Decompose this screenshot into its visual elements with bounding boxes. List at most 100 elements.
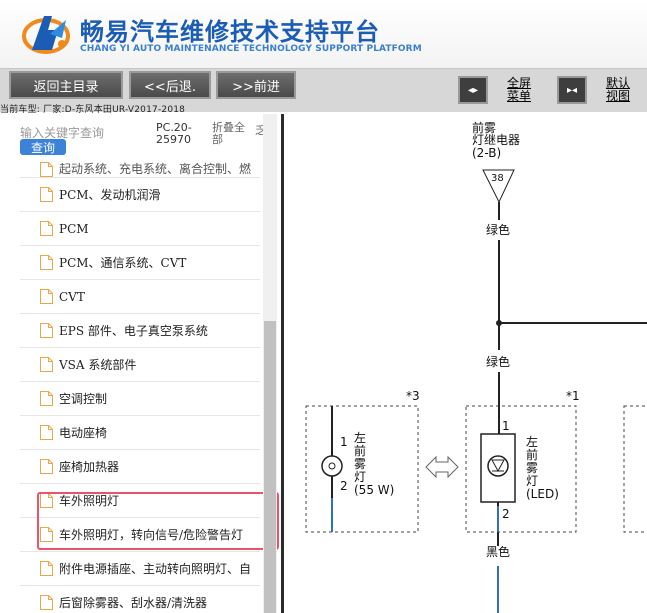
tree-item[interactable]: 后窗除雾器、刮水器/清洗器 xyxy=(20,586,260,613)
file-icon xyxy=(40,527,53,542)
tree-item[interactable]: PCM xyxy=(20,212,260,246)
default-view-icon[interactable]: ▸◂ xyxy=(557,76,587,104)
tree-item-label: 车外照明灯，转向信号/危险警告灯 xyxy=(59,528,244,542)
lamp-name-char: 雾 xyxy=(526,461,539,475)
collapse-line1: 折叠全 xyxy=(212,121,245,134)
footnote-3: *3 xyxy=(406,389,420,403)
tree-scrollbar[interactable] xyxy=(263,114,277,613)
cy-logo-icon xyxy=(22,16,70,54)
wiring-diagram-svg xyxy=(305,169,647,613)
lamp-name-char: 雾 xyxy=(354,457,367,471)
file-icon xyxy=(40,357,53,372)
site-title: 畅易汽车维修技术支持平台 xyxy=(80,18,380,46)
file-icon xyxy=(40,221,53,236)
pin-label: 2 xyxy=(502,507,510,521)
back-to-main-button[interactable]: 返回主目录 xyxy=(9,71,123,99)
wire-color-label: 绿色 xyxy=(486,355,511,369)
file-icon xyxy=(40,459,53,474)
relay-label-line3: (2-B) xyxy=(472,146,502,160)
tree-item-label: 空调控制 xyxy=(59,392,108,406)
tree-item-label: 后窗除雾器、刮水器/清洗器 xyxy=(59,596,208,610)
back-button[interactable]: <<后退. xyxy=(129,71,211,99)
lamp-name-char: 左 xyxy=(526,435,539,449)
pin-label: 1 xyxy=(502,419,510,433)
fullscreen-label-line1: 全屏 xyxy=(506,76,531,90)
pc-code: PC.20- 25970 xyxy=(156,122,192,146)
pin-label: 2 xyxy=(340,479,348,493)
tree-item[interactable]: PCM、通信系统、CVT xyxy=(20,246,260,280)
header-banner: 畅易汽车维修技术支持平台 CHANG YI AUTO MAINTENANCE T… xyxy=(0,0,647,68)
tree-item-label: 附件电源插座、主动转向照明灯、自 xyxy=(59,562,252,576)
file-icon xyxy=(40,289,53,304)
tree-item[interactable]: EPS 部件、电子真空泵系统 xyxy=(20,314,260,348)
lamp-name-char: 左 xyxy=(354,431,367,445)
tree-item[interactable]: 空调控制 xyxy=(20,382,260,416)
lamp-name-char: 灯 xyxy=(526,474,539,488)
tree-item-label: PCM xyxy=(59,221,89,236)
lamp-rating: (LED) xyxy=(526,487,559,501)
default-view-link[interactable]: 默认 视图 xyxy=(604,77,632,103)
tree-item-label: 车外照明灯 xyxy=(59,494,120,508)
lamp-rating: (55 W) xyxy=(354,483,395,497)
site-subtitle: CHANG YI AUTO MAINTENANCE TECHNOLOGY SUP… xyxy=(80,44,422,54)
file-icon xyxy=(40,162,53,177)
fullscreen-label-line2: 菜单 xyxy=(506,89,531,103)
component-tree: 起动系统、充电系统、离合控制、燃 PCM、发动机润滑 PCM PCM、通信系统、… xyxy=(20,160,260,613)
tree-item[interactable]: 起动系统、充电系统、离合控制、燃 xyxy=(20,160,260,178)
selection-highlight-box xyxy=(37,492,279,550)
tree-item-label: PCM、发动机润滑 xyxy=(59,188,161,202)
file-icon xyxy=(40,425,53,440)
bulb-icon xyxy=(321,455,343,477)
wire-color-label: 绿色 xyxy=(486,223,511,237)
lamp-name-char: 前 xyxy=(526,448,539,462)
terminal-number: 38 xyxy=(491,173,504,184)
lamp-box-halogen xyxy=(305,405,419,533)
lamp-box-right-partial xyxy=(623,405,647,533)
collapse-all-button[interactable]: 折叠全 部 xyxy=(212,122,245,146)
tree-item-label: 起动系统、充电系统、离合控制、燃 xyxy=(59,162,252,176)
toolbar: 返回主目录 <<后退. >>前进 ◂▸ 全屏 菜单 ▸◂ 默认 视图 xyxy=(0,68,647,112)
lamp-name-char: 灯 xyxy=(354,470,367,484)
junction-dot xyxy=(496,320,502,326)
query-button[interactable]: 查询 xyxy=(20,139,66,155)
tree-item-label: 电动座椅 xyxy=(59,426,108,440)
led-diode-symbol xyxy=(491,459,505,473)
tree-item-label: EPS 部件、电子真空泵系统 xyxy=(59,324,208,338)
fullscreen-menu-link[interactable]: 全屏 菜单 xyxy=(505,77,533,103)
panel-divider[interactable] xyxy=(281,114,284,613)
tree-item-label: VSA 系统部件 xyxy=(59,358,137,372)
tree-item-selected[interactable]: 车外照明灯，转向信号/危险警告灯 xyxy=(20,518,260,552)
tree-item[interactable]: CVT xyxy=(20,280,260,314)
cutoff-text: 乏 xyxy=(255,124,266,137)
tree-item-label: CVT xyxy=(59,289,85,304)
tree-item[interactable]: VSA 系统部件 xyxy=(20,348,260,382)
double-arrow-icon xyxy=(425,455,459,479)
search-input[interactable]: 输入关键字查询 xyxy=(20,126,105,140)
pc-code-line2: 25970 xyxy=(156,133,191,146)
current-model-info: 当前车型: 厂家:D-东风本田UR-V2017-2018 xyxy=(0,105,186,115)
default-label-line1: 默认 xyxy=(605,76,630,90)
pin-label: 1 xyxy=(340,435,348,449)
scrollbar-thumb[interactable] xyxy=(264,321,276,613)
wire-color-label: 黑色 xyxy=(486,545,511,559)
file-icon xyxy=(40,391,53,406)
file-icon xyxy=(40,595,53,610)
collapse-line2: 部 xyxy=(212,133,223,146)
file-icon xyxy=(40,255,53,270)
relay-label-line2: 灯继电器 xyxy=(472,133,521,147)
tree-item[interactable]: PCM、发动机润滑 xyxy=(20,178,260,212)
tree-item[interactable]: 电动座椅 xyxy=(20,416,260,450)
wiring-diagram: 前雾 灯继电器 (2-B) 38 绿色 绿色 黑色 *3 *1 1 2 左 前 … xyxy=(284,114,647,613)
lamp-box-led xyxy=(465,405,577,533)
file-icon xyxy=(40,323,53,338)
tree-item[interactable]: 附件电源插座、主动转向照明灯、自 xyxy=(20,552,260,586)
forward-button[interactable]: >>前进 xyxy=(216,71,296,99)
tree-item-label: 座椅加热器 xyxy=(59,460,120,474)
file-icon xyxy=(40,187,53,202)
left-tree-panel: 输入关键字查询 查询 PC.20- 25970 折叠全 部 乏 起动系统、充电系… xyxy=(0,114,281,613)
fullscreen-icon[interactable]: ◂▸ xyxy=(458,76,488,104)
pc-code-line1: PC.20- xyxy=(156,121,192,134)
tree-item[interactable]: 座椅加热器 xyxy=(20,450,260,484)
footnote-1: *1 xyxy=(566,389,580,403)
